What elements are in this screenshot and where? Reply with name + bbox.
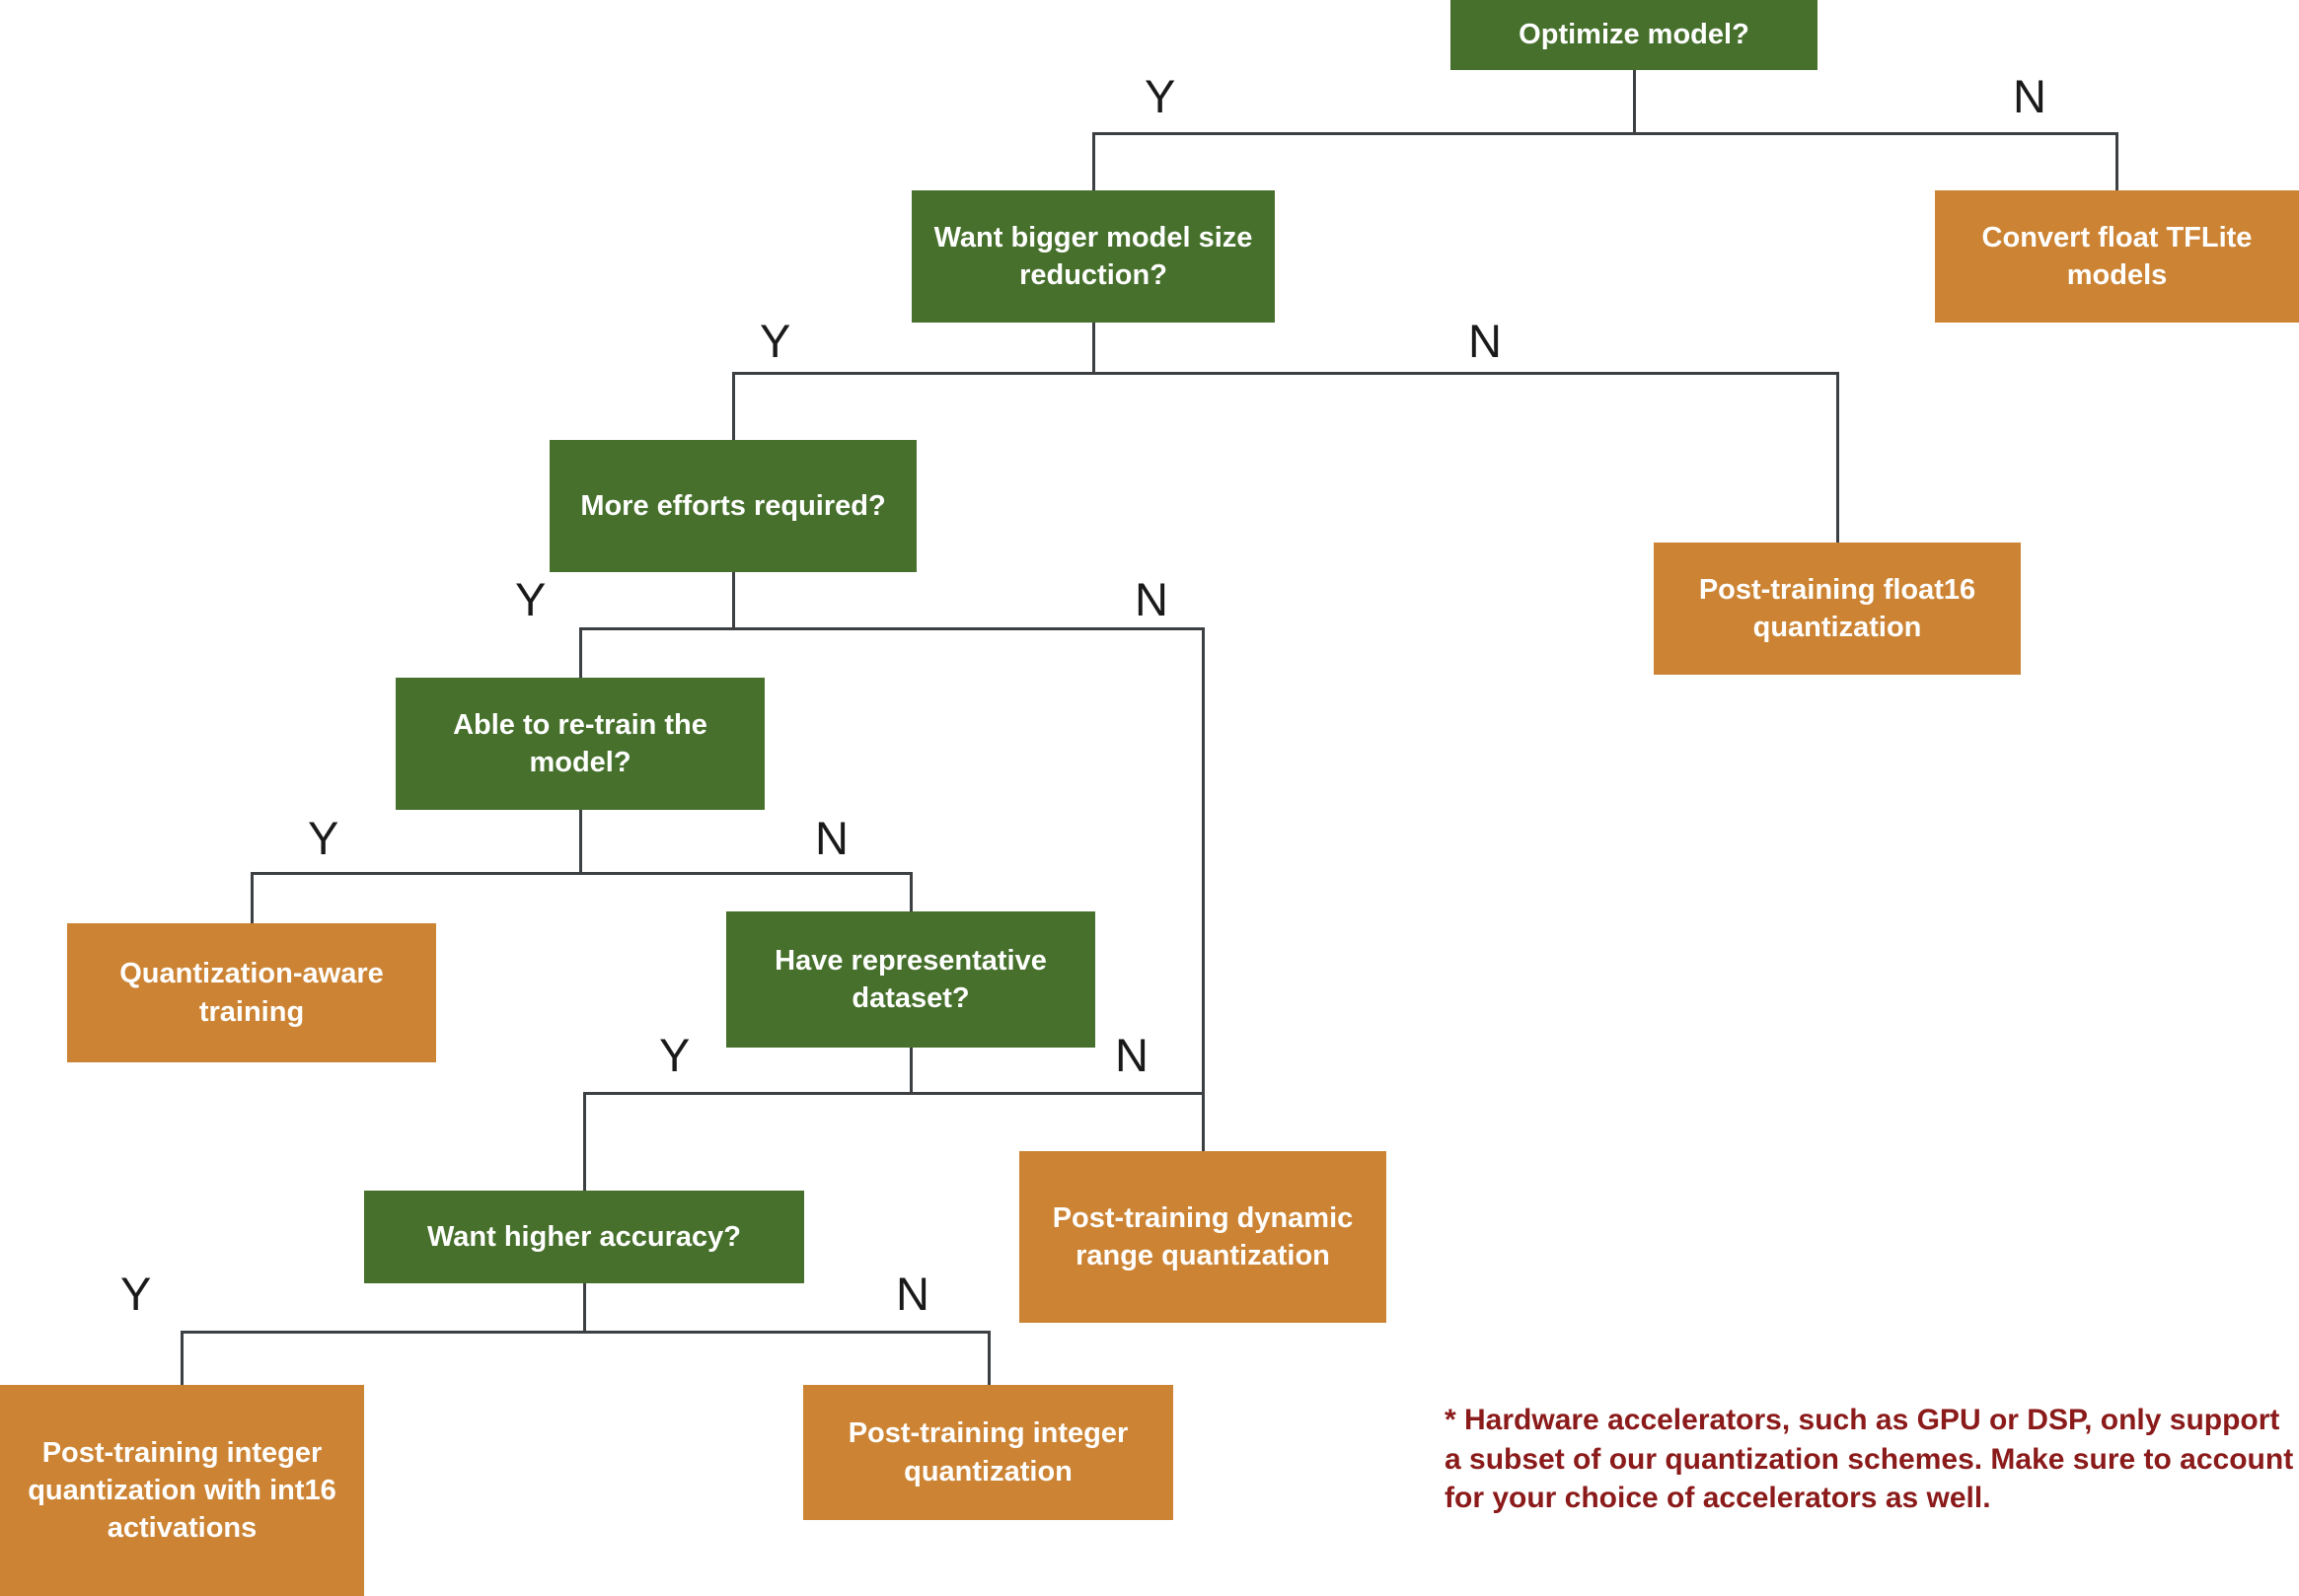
node-label: Convert float TFLite models [1981,221,2253,291]
node-label: Quantization-aware training [119,958,384,1028]
connector-line [181,1331,991,1334]
branch-label-n: N [1468,315,1502,367]
node-label: Post-training integer quantization with … [28,1436,336,1545]
node-optimize-model: Optimize model? [1450,0,1817,70]
node-float16-quantization: Post-training float16 quantization [1654,543,2021,675]
node-label: Post-training float16 quantization [1698,573,1976,643]
connector-line [1202,627,1205,1151]
branch-label-y: Y [120,1268,152,1320]
connector-line [579,627,582,678]
node-label: Post-training dynamic range quantization [1052,1201,1354,1271]
node-dynamic-range-quantization: Post-training dynamic range quantization [1019,1151,1386,1323]
node-label: Optimize model? [1519,19,1749,51]
branch-label-y: Y [1145,70,1176,122]
node-quantization-aware-training: Quantization-aware training [67,923,436,1062]
branch-label-n: N [815,812,849,864]
node-convert-float-tflite: Convert float TFLite models [1935,190,2299,323]
node-int16-activations-quantization: Post-training integer quantization with … [0,1385,364,1596]
branch-label-y: Y [659,1029,691,1081]
connector-line [910,1048,913,1095]
connector-line [579,627,1205,630]
node-able-to-retrain: Able to re-train the model? [396,678,765,810]
connector-line [251,872,254,923]
footnote: * Hardware accelerators, such as GPU or … [1445,1404,2294,1515]
connector-line [732,372,735,440]
branch-label-n: N [1135,573,1168,625]
branch-label-n: N [1115,1029,1149,1081]
connector-line [583,1092,586,1191]
connector-line [181,1331,184,1385]
connector-line [583,1092,1205,1095]
node-integer-quantization: Post-training integer quantization [803,1385,1173,1520]
connector-line [1092,132,1095,190]
connector-line [1836,372,1839,543]
connector-line [910,872,913,911]
node-more-efforts: More efforts required? [550,440,917,572]
branch-label-y: Y [308,812,339,864]
node-representative-dataset: Have representative dataset? [726,911,1095,1048]
node-want-higher-accuracy: Want higher accuracy? [364,1191,804,1283]
connector-line [988,1331,991,1385]
branch-label-n: N [2013,70,2046,122]
connector-line [2115,132,2118,190]
branch-label-y: Y [515,573,547,625]
node-label: Want bigger model size reduction? [933,221,1253,291]
connector-line [1633,70,1636,135]
branch-label-y: Y [760,315,791,367]
node-label: Able to re-train the model? [453,708,707,778]
connector-line [1092,323,1095,375]
node-label: Want higher accuracy? [426,1220,741,1253]
connector-line [732,372,1839,375]
connector-line [579,810,582,875]
connector-line [732,572,735,630]
node-label: More efforts required? [580,489,886,522]
connector-line [1092,132,2118,135]
connector-line [251,872,913,875]
connector-line [583,1283,586,1334]
node-label: Have representative dataset? [775,944,1047,1014]
node-want-bigger-reduction: Want bigger model size reduction? [912,190,1275,323]
branch-label-n: N [896,1268,929,1320]
node-label: Post-training integer quantization [848,1417,1129,1487]
